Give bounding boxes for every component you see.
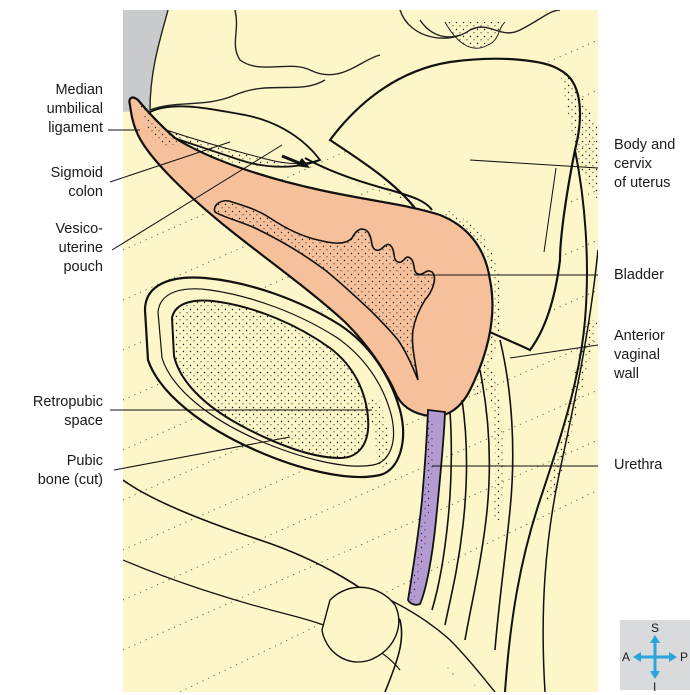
orientation-compass: S A P I	[620, 620, 690, 690]
label-bladder: Bladder	[614, 266, 664, 285]
label-vesicouterine-pouch: Vesico- uterine pouch	[55, 220, 103, 277]
label-body-cervix-uterus: Body and cervix of uterus	[614, 136, 675, 193]
label-retropubic-space: Retropubic space	[33, 393, 103, 431]
label-urethra: Urethra	[614, 456, 662, 475]
compass-superior-label: S	[651, 622, 659, 634]
label-sigmoid-colon: Sigmoid colon	[51, 164, 103, 202]
compass-inferior-label: I	[653, 681, 656, 693]
compass-posterior-label: P	[680, 651, 688, 663]
compass-anterior-label: A	[622, 651, 630, 663]
label-pubic-bone: Pubic bone (cut)	[38, 452, 103, 490]
label-anterior-vaginal-wall: Anterior vaginal wall	[614, 327, 665, 384]
label-median-umbilical-ligament: Median umbilical ligament	[47, 81, 103, 138]
